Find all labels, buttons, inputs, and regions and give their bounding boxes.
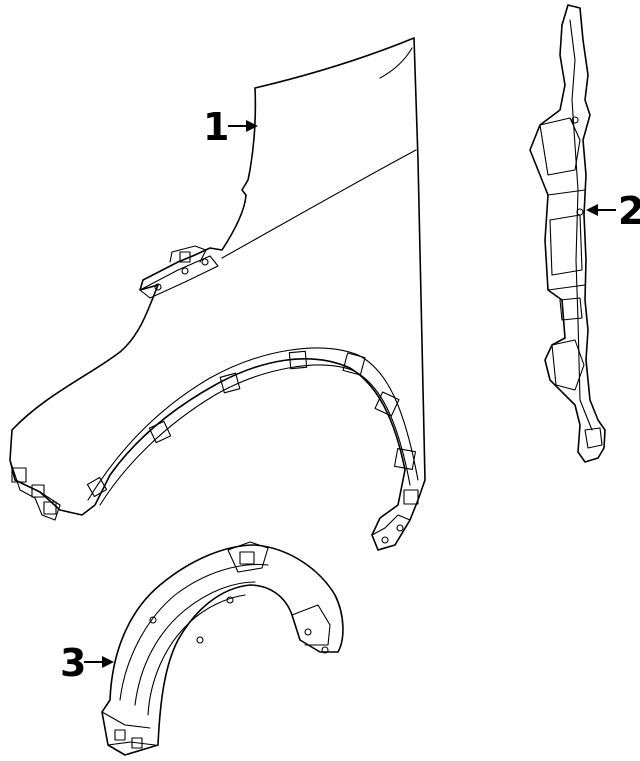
callout-1: 1 bbox=[203, 105, 258, 149]
fender-front-bracket bbox=[9, 459, 61, 521]
callout-3: 3 bbox=[60, 641, 114, 685]
callout-3-label: 3 bbox=[60, 641, 86, 685]
callout-2-arrowhead bbox=[586, 204, 598, 216]
callout-3-arrowhead bbox=[102, 656, 114, 668]
insulator-mid-panel bbox=[549, 214, 583, 276]
fender-upper-bracket bbox=[139, 245, 219, 299]
insulator-upper-block bbox=[539, 117, 581, 176]
liner-rib-outer bbox=[119, 563, 269, 701]
liner-top-clip bbox=[227, 541, 269, 573]
fender-arch-flange bbox=[87, 347, 419, 501]
liner-rib-inner bbox=[147, 594, 246, 716]
callout-1-label: 1 bbox=[203, 105, 229, 149]
fender-liner-part[interactable] bbox=[101, 541, 344, 756]
fender-arch-clips bbox=[86, 350, 419, 505]
callout-2-label: 2 bbox=[618, 189, 640, 233]
liner-front-lip bbox=[101, 711, 156, 746]
insulator-outline bbox=[529, 4, 606, 463]
liner-rib-mid bbox=[134, 581, 256, 706]
fender-arch-flange-inner bbox=[99, 364, 411, 506]
callout-1-arrowhead bbox=[246, 120, 258, 132]
liner-outline bbox=[101, 544, 344, 756]
callout-2: 2 bbox=[586, 189, 640, 233]
fender-part[interactable] bbox=[9, 37, 426, 551]
fender-rear-bracket bbox=[371, 514, 411, 551]
liner-rear-flap bbox=[291, 604, 331, 646]
fender-crease-line bbox=[221, 149, 417, 259]
fender-insulator-part[interactable] bbox=[529, 4, 606, 463]
insulator-ridge bbox=[569, 19, 593, 431]
fender-top-edge bbox=[379, 47, 413, 79]
